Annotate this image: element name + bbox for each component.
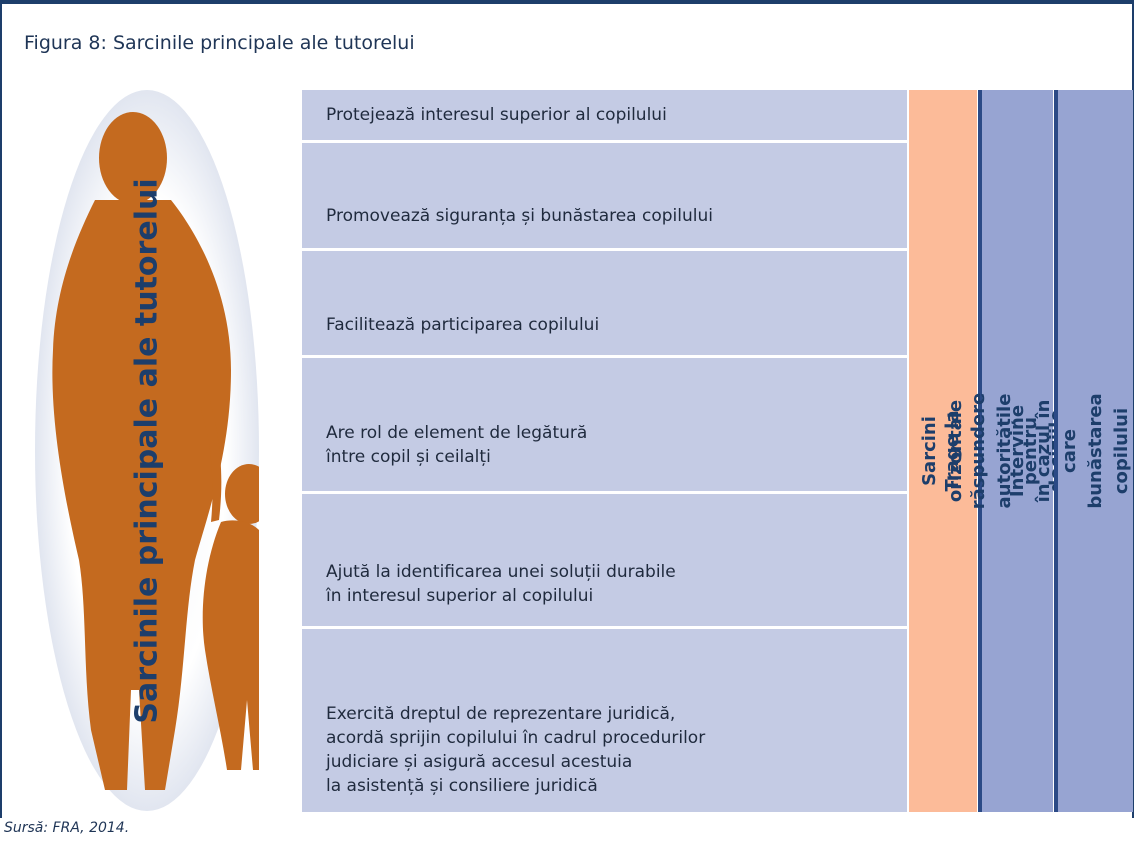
task-text: Promovează siguranța și bunăstarea copil… — [326, 206, 713, 226]
task-text: Exercită dreptul de reprezentare juridic… — [326, 704, 706, 796]
accountability-column: Trage la răspundere autoritățile pentru … — [942, 90, 1093, 812]
task-list: Protejează interesul superior al copilul… — [302, 90, 907, 812]
figure-source: Sursă: FRA, 2014. — [4, 820, 130, 836]
guardian-oval — [35, 90, 259, 811]
task-text: Ajută la identificarea unei soluții dura… — [326, 562, 676, 606]
task-item: Protejează interesul superior al copilul… — [302, 90, 907, 140]
figure-frame: Figura 8: Sarcinile principale ale tutor… — [0, 0, 1134, 818]
horizontal-tasks-column: Sarcini orizontale — [909, 90, 977, 812]
task-text: Protejează interesul superior al copilul… — [326, 105, 667, 125]
task-item: Facilitează participarea copilului — [302, 251, 907, 355]
task-text: Are rol de element de legătură între cop… — [326, 423, 588, 467]
intervention-label: Intervine în cazul în care bunăstarea co… — [1006, 393, 1132, 509]
task-item: Ajută la identificarea unei soluții dura… — [302, 494, 907, 626]
task-item: Exercită dreptul de reprezentare juridic… — [302, 629, 907, 812]
figure-title: Figura 8: Sarcinile principale ale tutor… — [24, 32, 415, 54]
oval-label: Sarcinile principale ale tutorelui — [129, 178, 165, 724]
intervention-column: Intervine în cazul în care bunăstarea co… — [1007, 90, 1133, 812]
adult-child-silhouette-icon — [52, 112, 259, 790]
task-item: Promovează siguranța și bunăstarea copil… — [302, 143, 907, 248]
task-item: Are rol de element de legătură între cop… — [302, 358, 907, 491]
task-text: Facilitează participarea copilului — [326, 315, 600, 335]
